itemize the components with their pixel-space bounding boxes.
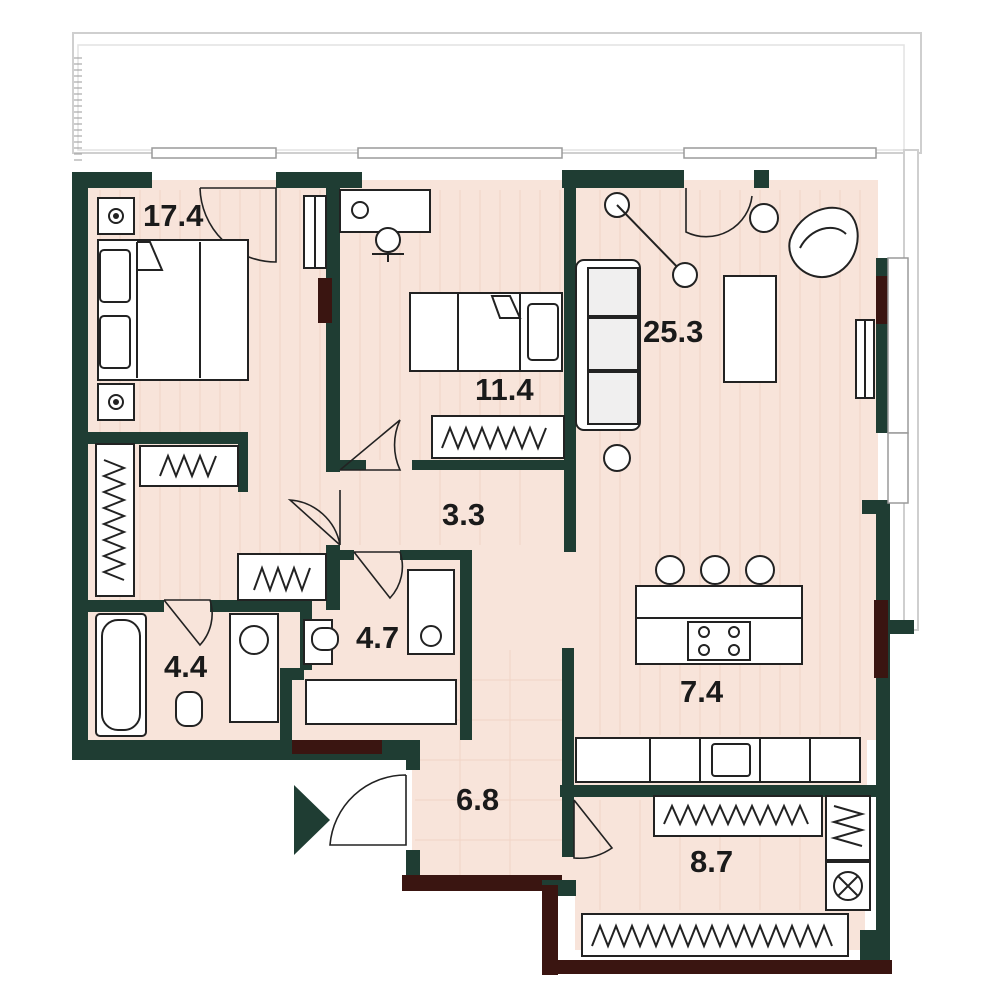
windows: [151, 147, 909, 504]
wardrobe-room-fixtures: [581, 795, 871, 957]
entrance-arrow-icon: [294, 785, 330, 855]
bathroom-main-fixtures: [95, 613, 279, 737]
kitchen-island: [575, 555, 861, 783]
bathroom-small-fixtures: [303, 569, 457, 725]
room-area-label: 11.4: [475, 372, 534, 407]
walls: [72, 170, 914, 975]
balcony: [72, 32, 922, 631]
room-area-label: 25.3: [643, 314, 703, 349]
room-area-label: 7.4: [680, 674, 724, 709]
master-wardrobe: [95, 443, 327, 601]
room-area-label: 4.7: [356, 620, 399, 655]
room-area-label: 4.4: [164, 649, 208, 684]
room-area-label: 8.7: [690, 844, 733, 879]
doors: [163, 187, 753, 860]
room-area-label: 17.4: [143, 198, 204, 233]
master-bed: [97, 195, 327, 421]
room-area-label: 6.8: [456, 782, 499, 817]
living-room-furniture: [575, 192, 875, 472]
second-bedroom-furniture: [339, 189, 565, 459]
room-area-label: 3.3: [442, 497, 485, 532]
